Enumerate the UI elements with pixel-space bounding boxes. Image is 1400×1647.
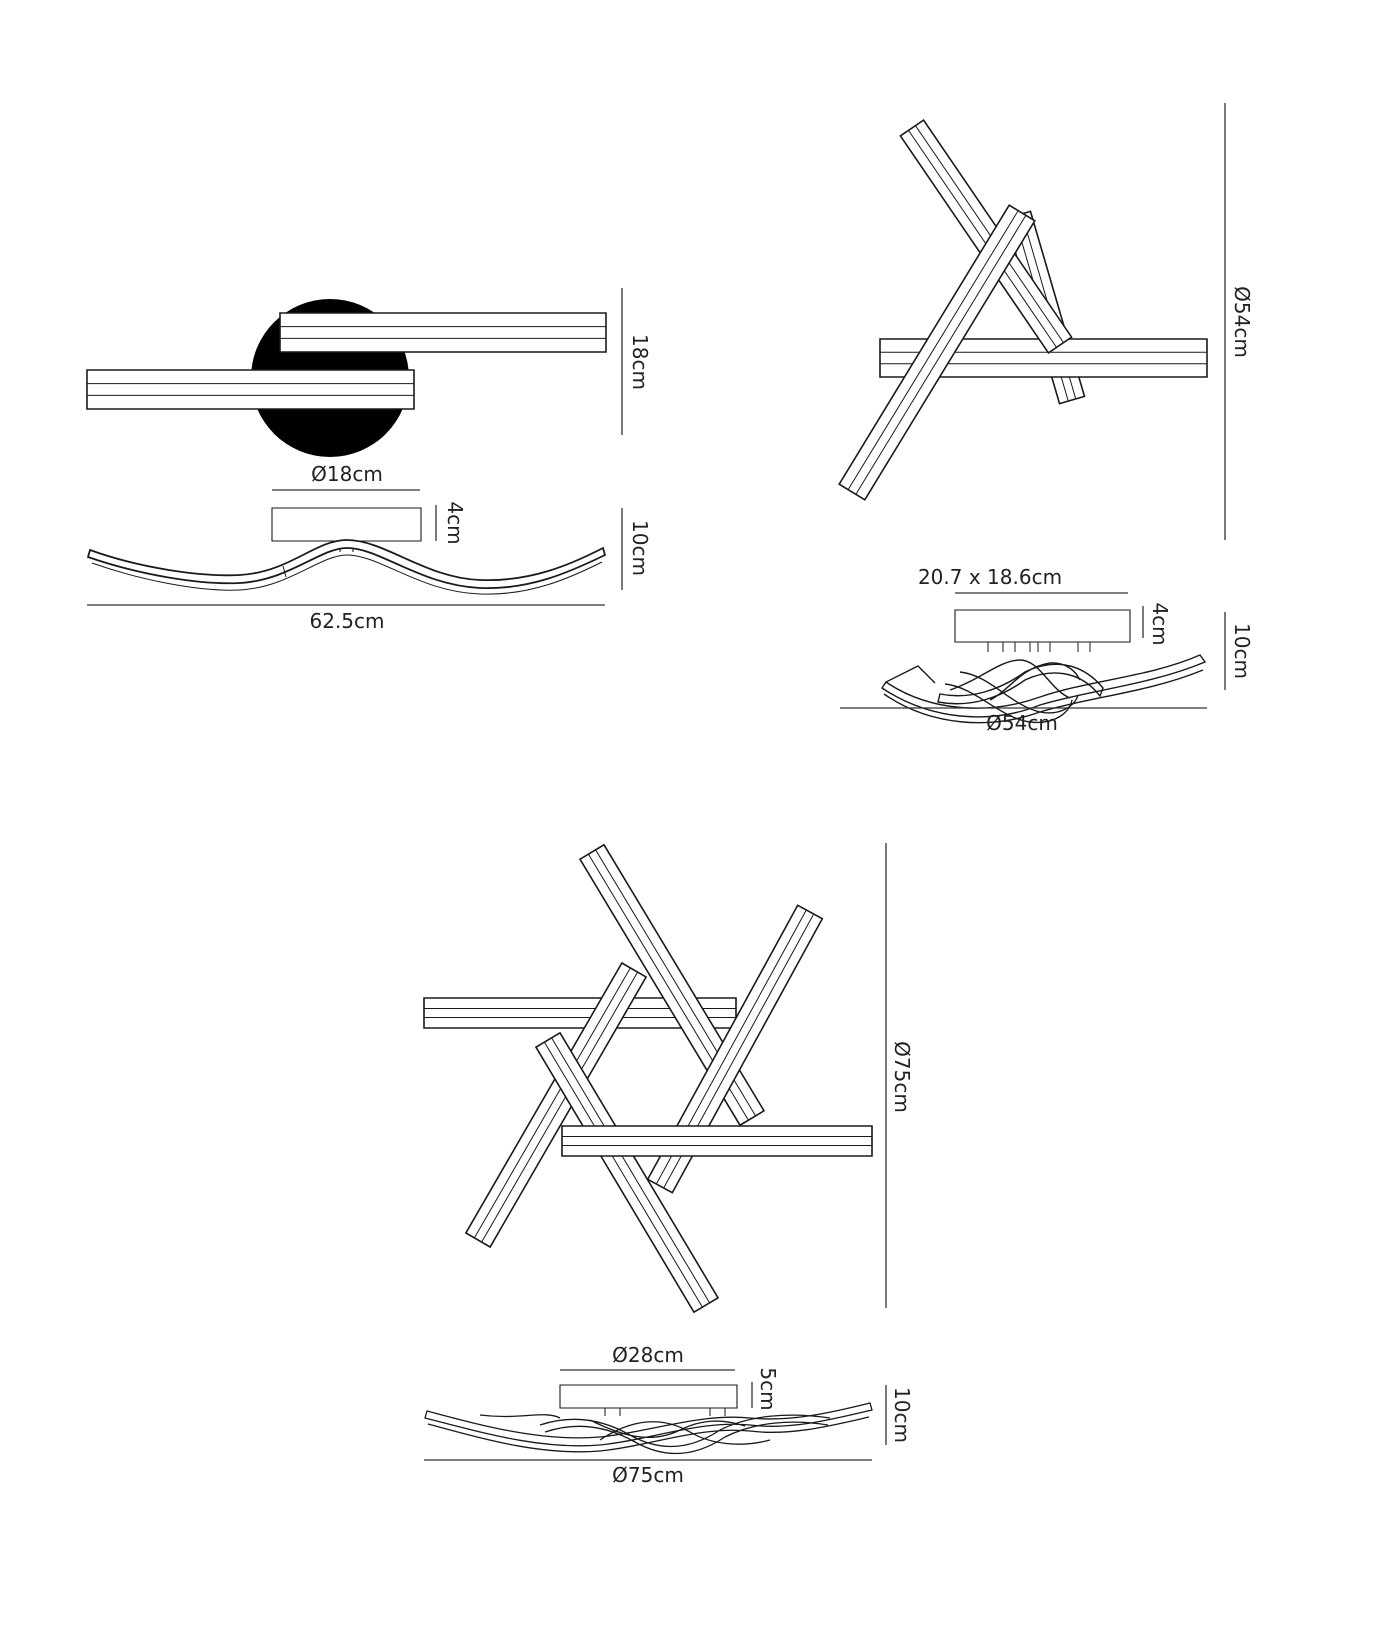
diameter-label: Ø54cm bbox=[1230, 286, 1254, 358]
canopy-box bbox=[271, 507, 422, 542]
light-rod bbox=[464, 961, 648, 1249]
wave-rods bbox=[881, 654, 1207, 724]
canopy-diameter-label: Ø28cm bbox=[612, 1343, 684, 1367]
canopy-box bbox=[559, 1384, 738, 1409]
light-rod bbox=[561, 1125, 873, 1157]
canopy-size-label: 20.7 x 18.6cm bbox=[917, 565, 1063, 589]
side-diameter-label: Ø75cm bbox=[612, 1463, 684, 1487]
canopy-height-label: 4cm bbox=[1148, 602, 1172, 646]
height-dimension-label: 18cm bbox=[628, 334, 652, 390]
total-height-label: 10cm bbox=[890, 1387, 914, 1443]
light-rod bbox=[423, 997, 737, 1029]
diameter-label: Ø75cm bbox=[890, 1041, 914, 1113]
light-rod bbox=[279, 312, 607, 353]
light-rod bbox=[86, 369, 415, 410]
light-rod bbox=[838, 204, 1036, 501]
canopy-box bbox=[954, 609, 1131, 643]
canopy-height-label: 5cm bbox=[756, 1367, 780, 1411]
side-diameter-label: Ø54cm bbox=[986, 711, 1058, 735]
wave-rod bbox=[86, 539, 607, 589]
light-rod bbox=[534, 1031, 720, 1314]
wave-rods bbox=[424, 1402, 873, 1455]
light-rod bbox=[578, 843, 766, 1127]
total-height-label: 10cm bbox=[628, 520, 652, 576]
width-label: 62.5cm bbox=[309, 609, 385, 633]
total-height-label: 10cm bbox=[1230, 623, 1254, 679]
canopy-diameter-label: Ø18cm bbox=[311, 462, 383, 486]
canopy-height-label: 4cm bbox=[443, 501, 467, 545]
